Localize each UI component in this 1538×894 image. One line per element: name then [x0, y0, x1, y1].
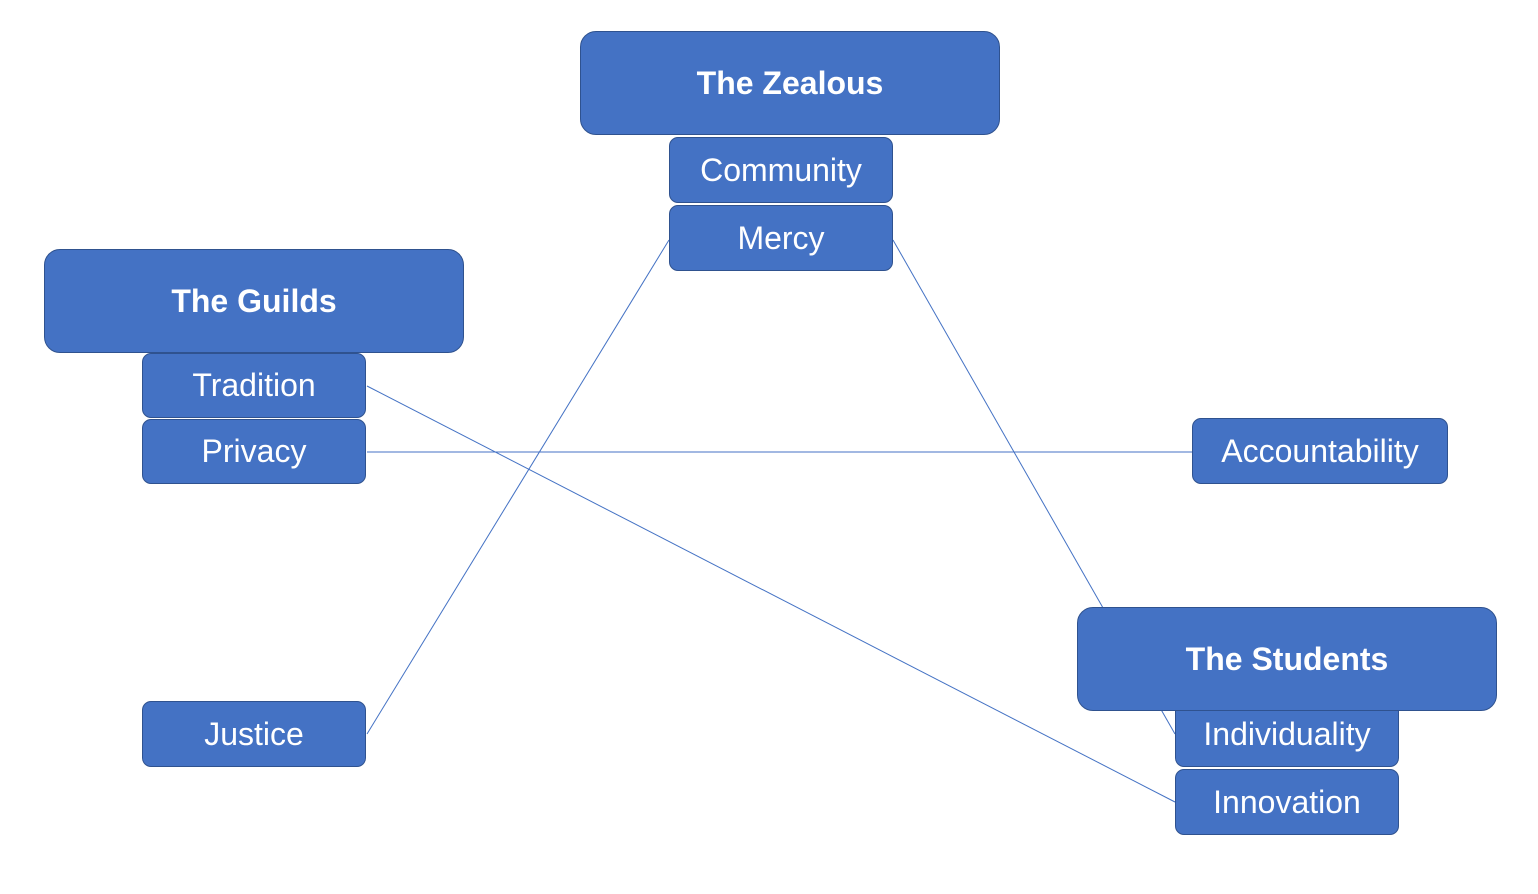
connector-justice-mercy: [366, 239, 670, 735]
value-accountability[interactable]: Accountability: [1192, 418, 1448, 484]
connector-tradition-innovation: [366, 385, 1176, 803]
value-innovation[interactable]: Innovation: [1175, 769, 1399, 835]
group-students-header[interactable]: The Students: [1077, 607, 1497, 711]
value-individuality[interactable]: Individuality: [1175, 701, 1399, 767]
group-guilds-header[interactable]: The Guilds: [44, 249, 464, 353]
value-mercy[interactable]: Mercy: [669, 205, 893, 271]
group-zealous-header[interactable]: The Zealous: [580, 31, 1000, 135]
value-community[interactable]: Community: [669, 137, 893, 203]
value-privacy[interactable]: Privacy: [142, 419, 366, 484]
value-tradition[interactable]: Tradition: [142, 353, 366, 418]
value-justice[interactable]: Justice: [142, 701, 366, 767]
